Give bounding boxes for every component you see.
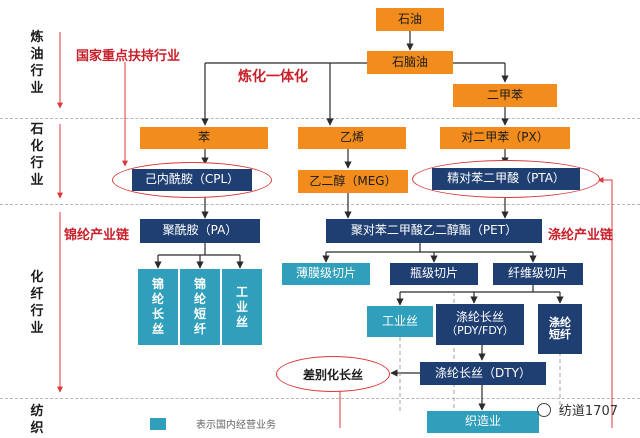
node-pa: 聚酰胺（PA） — [140, 219, 260, 243]
label-polyester-chain: 涤纶产业链 — [548, 228, 614, 243]
label-key-support: 国家重点扶持行业 — [76, 49, 181, 64]
node-fiber-chip: 纤维级切片 — [493, 263, 583, 285]
diff-filament-ellipse: 差别化长丝 — [276, 356, 390, 392]
node-diff-filament: 差别化长丝 — [302, 367, 363, 382]
section-fiber: 化纤 行业 — [30, 270, 44, 336]
node-polyester-filament: 涤纶长丝 （PDY/FDY） — [436, 304, 524, 345]
divider-fiber-textile — [0, 398, 640, 399]
section-refining: 炼油 行业 — [30, 30, 44, 96]
node-industrial-yarn: 工业丝 — [367, 306, 433, 337]
node-cpl: 己内酰胺（CPL） — [132, 169, 252, 191]
node-weaving: 织造业 — [427, 411, 539, 433]
node-naphtha: 石脑油 — [367, 51, 453, 74]
watermark: 纺道1707 — [536, 400, 618, 419]
node-polyester-staple: 涤纶 短纤 — [538, 304, 582, 354]
node-ethylene: 乙烯 — [298, 127, 406, 149]
node-nylon-filament: 锦纶 长丝 — [138, 269, 178, 345]
cpl-ellipse: 己内酰胺（CPL） — [112, 162, 272, 198]
node-film-chip: 薄膜级切片 — [282, 263, 370, 285]
industry-chain-diagram: 炼油 行业 石化 行业 化纤 行业 纺织 国家重点扶持行业 炼化一体化 锦纶产业… — [0, 8, 640, 436]
node-xylene: 二甲苯 — [453, 84, 557, 107]
connector-lines — [57, 31, 613, 428]
node-bottle-chip: 瓶级切片 — [390, 263, 478, 285]
label-integration: 炼化一体化 — [238, 69, 308, 85]
node-px: 对二甲苯（PX） — [440, 127, 570, 149]
node-crude-oil: 石油 — [376, 8, 444, 31]
pta-ellipse: 精对苯二甲酸（PTA） — [412, 160, 600, 198]
node-dty: 涤纶长丝（DTY） — [420, 362, 546, 385]
node-nylon-staple: 锦纶 短纤 — [180, 269, 220, 345]
label-nylon-chain: 锦纶产业链 — [64, 228, 130, 243]
node-industrial-yarn-nylon: 工业 丝 — [222, 269, 262, 345]
section-textile: 纺织 — [30, 404, 44, 436]
node-pet: 聚对苯二甲酸乙二醇酯（PET） — [326, 219, 542, 243]
node-benzene: 苯 — [140, 127, 268, 149]
divider-petrochem-fiber — [0, 204, 640, 205]
divider-refining-petrochem — [0, 118, 640, 119]
legend-swatch — [150, 418, 166, 430]
node-meg: 乙二醇（MEG） — [298, 170, 408, 193]
section-petrochem: 石化 行业 — [30, 122, 44, 188]
node-pta: 精对苯二甲酸（PTA） — [432, 168, 580, 190]
legend-text: 表示国内经营业务 — [196, 420, 276, 431]
wechat-icon — [536, 403, 551, 417]
